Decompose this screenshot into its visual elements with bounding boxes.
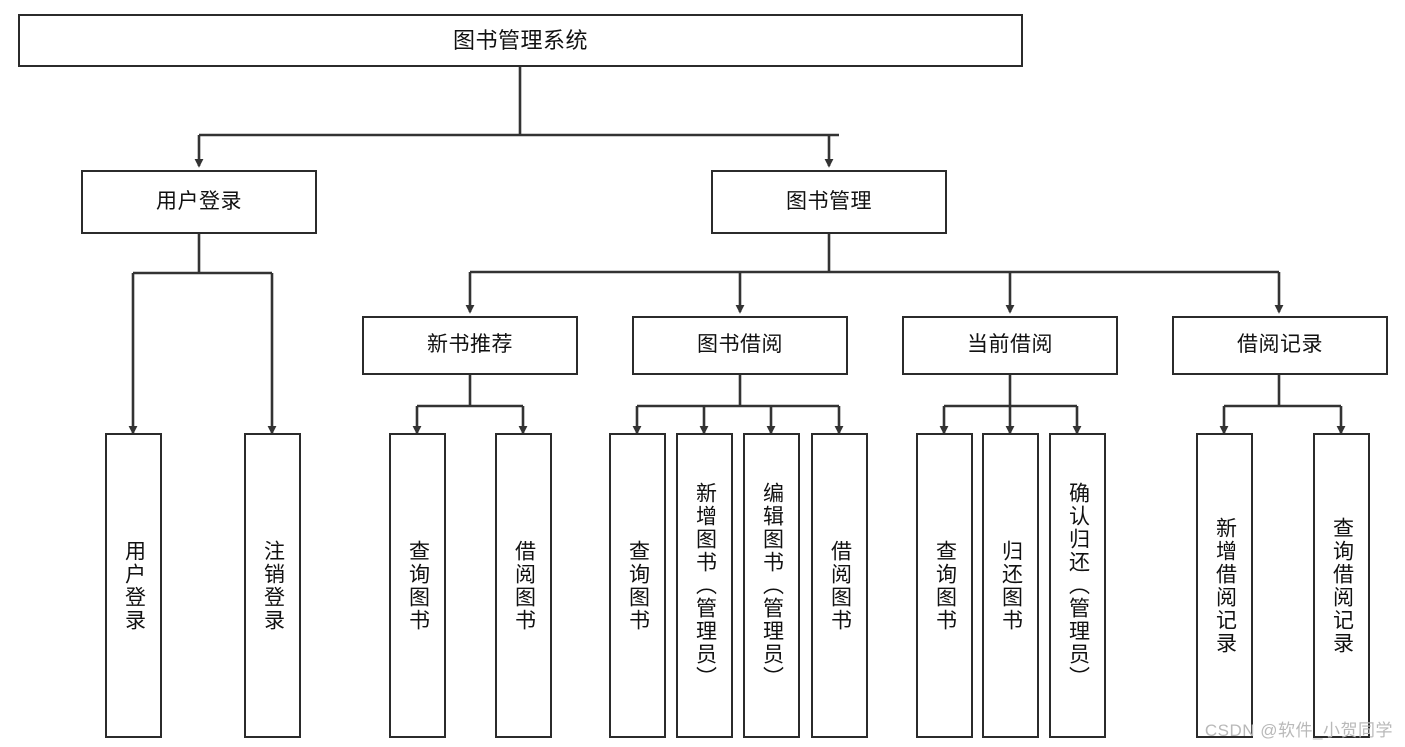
node-label: 查询借阅记录: [1330, 516, 1354, 655]
node-label: 查询图书: [406, 539, 430, 632]
node-book-borrow[interactable]: 图书借阅: [632, 316, 848, 375]
node-label: 新书推荐: [427, 333, 513, 357]
node-leaf-new-book-query[interactable]: 查询图书: [389, 433, 446, 738]
node-label: 用户登录: [122, 539, 146, 632]
node-user-login[interactable]: 用户登录: [81, 170, 317, 234]
node-leaf-current-borrow-return[interactable]: 归还图书: [982, 433, 1039, 738]
node-label: 注销登录: [261, 539, 285, 632]
node-leaf-book-borrow-query[interactable]: 查询图书: [609, 433, 666, 738]
node-leaf-user-login-login[interactable]: 用户登录: [105, 433, 162, 738]
node-new-book-recommend[interactable]: 新书推荐: [362, 316, 578, 375]
node-leaf-current-borrow-confirm-return[interactable]: 确认归还（管理员）: [1049, 433, 1106, 738]
node-leaf-book-borrow-edit[interactable]: 编辑图书（管理员）: [743, 433, 800, 738]
node-label: 图书管理: [786, 189, 872, 213]
node-label: 确认归还（管理员）: [1066, 482, 1090, 689]
node-label: 借阅图书: [512, 539, 536, 632]
node-label: 图书借阅: [697, 333, 783, 357]
node-leaf-user-login-logout[interactable]: 注销登录: [244, 433, 301, 738]
node-label: 借阅图书: [828, 539, 852, 632]
node-leaf-borrow-record-add[interactable]: 新增借阅记录: [1196, 433, 1253, 738]
node-label: 图书管理系统: [452, 27, 588, 53]
node-label: 归还图书: [999, 539, 1023, 632]
node-leaf-current-borrow-query[interactable]: 查询图书: [916, 433, 973, 738]
node-label: 查询图书: [933, 539, 957, 632]
node-leaf-borrow-record-query[interactable]: 查询借阅记录: [1313, 433, 1370, 738]
node-label: 查询图书: [626, 539, 650, 632]
node-label: 借阅记录: [1237, 333, 1323, 357]
node-leaf-new-book-borrow[interactable]: 借阅图书: [495, 433, 552, 738]
node-label: 当前借阅: [967, 333, 1053, 357]
node-label: 编辑图书（管理员）: [760, 482, 784, 689]
node-book-management[interactable]: 图书管理: [711, 170, 947, 234]
node-label: 新增借阅记录: [1213, 516, 1237, 655]
node-leaf-book-borrow-add[interactable]: 新增图书（管理员）: [676, 433, 733, 738]
node-leaf-book-borrow-borrow[interactable]: 借阅图书: [811, 433, 868, 738]
node-label: 新增图书（管理员）: [693, 482, 717, 689]
node-borrow-record[interactable]: 借阅记录: [1172, 316, 1388, 375]
watermark: CSDN @软件_小贺同学: [1204, 721, 1393, 740]
node-root-book-management-system[interactable]: 图书管理系统: [18, 14, 1023, 67]
node-current-borrow[interactable]: 当前借阅: [902, 316, 1118, 375]
node-label: 用户登录: [156, 189, 242, 213]
